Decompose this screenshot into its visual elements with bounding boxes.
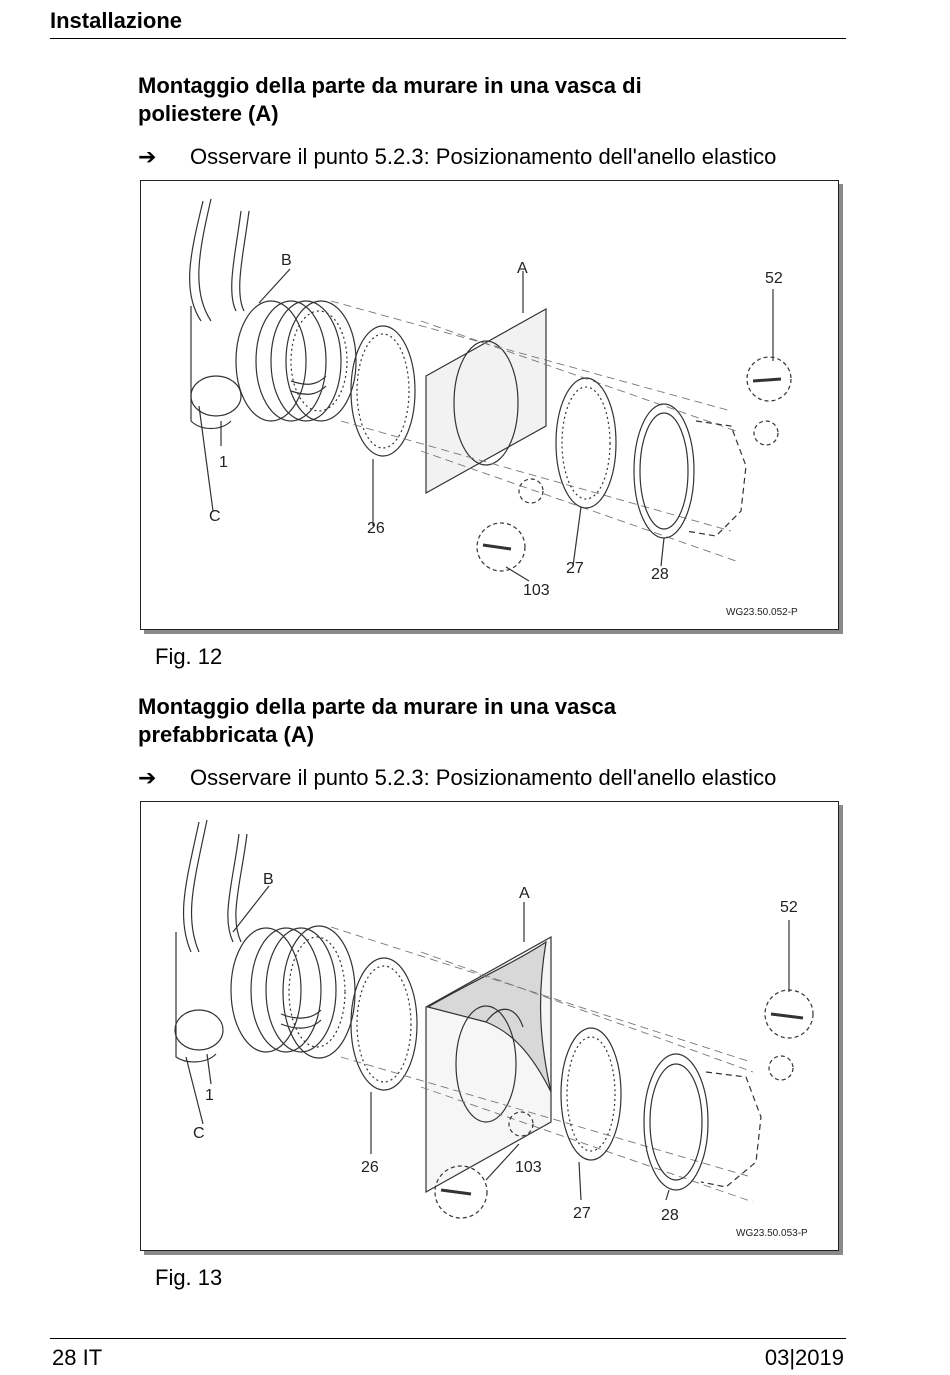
running-header: Installazione: [50, 6, 846, 39]
label-103: 103: [523, 582, 550, 599]
label-28: 28: [651, 566, 669, 583]
label-52: 52: [780, 899, 798, 916]
section-title-line: poliestere (A): [138, 101, 279, 126]
label-a: A: [517, 260, 528, 277]
label-27: 27: [566, 560, 584, 577]
label-26: 26: [367, 520, 385, 537]
section-title-polyester: Montaggio della parte da murare in una v…: [138, 72, 758, 128]
note-text: Osservare il punto 5.2.3: Posizionamento…: [190, 765, 777, 790]
label-a: A: [519, 885, 530, 902]
note-instruction: ➔ Osservare il punto 5.2.3: Posizionamen…: [138, 763, 838, 793]
figure-code: WG23.50.053-P: [736, 1228, 808, 1239]
label-b: B: [281, 252, 292, 269]
label-27: 27: [573, 1205, 591, 1222]
header-section-title: Installazione: [50, 8, 183, 33]
section-title-line: Montaggio della parte da murare in una v…: [138, 694, 617, 719]
document-date: 03|2019: [764, 1345, 844, 1370]
label-b: B: [263, 871, 274, 888]
label-1: 1: [219, 454, 228, 471]
figure-code: WG23.50.052-P: [726, 607, 798, 618]
label-1: 1: [205, 1087, 214, 1104]
label-26: 26: [361, 1159, 379, 1176]
figure-13-illustration: B A 52 1 C 26 27 28 103 WG23.50.053-P: [140, 801, 839, 1251]
assembly-drawing: B A 52 1 C 26 27 28 103 WG23.50.053-P: [174, 819, 814, 1239]
label-c: C: [209, 508, 221, 525]
label-52: 52: [765, 270, 783, 287]
section-title-prefabricated: Montaggio della parte da murare in una v…: [138, 693, 758, 749]
label-103: 103: [515, 1159, 542, 1176]
label-28: 28: [661, 1207, 679, 1224]
figure-caption: Fig. 13: [155, 1265, 223, 1290]
note-text: Osservare il punto 5.2.3: Posizionamento…: [190, 144, 777, 169]
section-title-line: prefabbricata (A): [138, 722, 315, 747]
page-number: 28 IT: [52, 1345, 103, 1370]
figure-12-illustration: B A 52 1 C 26 27 28 103 WG23.50.052-P: [140, 180, 839, 630]
label-c: C: [193, 1125, 205, 1142]
figure-caption: Fig. 12: [155, 644, 223, 669]
note-instruction: ➔ Osservare il punto 5.2.3: Posizionamen…: [138, 142, 838, 172]
footer-divider: [50, 1338, 846, 1339]
arrow-right-icon: ➔: [138, 765, 157, 790]
arrow-right-icon: ➔: [138, 144, 157, 169]
assembly-drawing: B A 52 1 C 26 27 28 103 WG23.50.052-P: [188, 198, 798, 618]
section-title-line: Montaggio della parte da murare in una v…: [138, 73, 642, 98]
